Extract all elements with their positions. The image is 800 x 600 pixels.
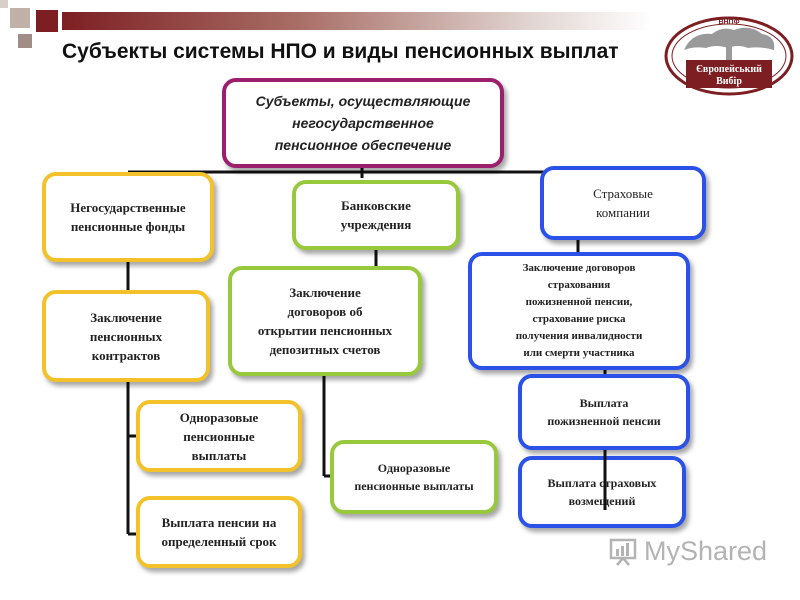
presentation-icon <box>609 538 637 566</box>
logo-line1: Європейський <box>696 64 762 75</box>
decor-square <box>18 34 32 48</box>
insurance-pension-label: Выплата пожизненной пенсии <box>547 396 661 428</box>
insurance-pension-node: Выплата пожизненной пенсии <box>518 374 690 450</box>
bank-contract-label: Заключение договоров об открытии пенсион… <box>257 285 393 357</box>
logo-graphic: ВНПФ Європейський Вибір <box>664 16 794 96</box>
watermark-text: MyShared <box>644 536 768 566</box>
npf-label: Негосударственные пенсионные фонды <box>70 200 186 234</box>
npf-payment-once-label: Одноразовые пенсионные выплаты <box>179 409 259 463</box>
insurance-node: Страховые компании <box>540 166 706 240</box>
header-decoration <box>0 0 800 50</box>
npf-node: Негосударственные пенсионные фонды <box>42 172 214 262</box>
bank-payment-label: Одноразовые пенсионные выплаты <box>354 461 474 493</box>
watermark: MyShared <box>608 536 767 567</box>
slide-title: Субъекты системы НПО и виды пенсионных в… <box>62 40 619 63</box>
insurance-compensation-label: Выплата страховых возмещений <box>547 476 657 508</box>
npf-contract-label: Заключение пенсионных контрактов <box>89 309 163 363</box>
npf-payment-term-node: Выплата пенсии на определенный срок <box>136 496 302 568</box>
npf-payment-once-node: Одноразовые пенсионные выплаты <box>136 400 302 472</box>
bank-node: Банковские учреждения <box>292 180 460 250</box>
company-logo: ВНПФ Європейський Вибір <box>662 8 796 98</box>
header-gradient-bar <box>62 12 652 30</box>
insurance-contract-label: Заключение договоров страхования пожизне… <box>515 262 643 359</box>
npf-contract-node: Заключение пенсионных контрактов <box>42 290 210 382</box>
logo-top-text: ВНПФ <box>718 19 739 26</box>
decor-square <box>36 10 58 32</box>
decor-square <box>0 0 8 8</box>
root-label: Субъекты, осуществляющие негосударственн… <box>255 93 471 153</box>
root-node: Субъекты, осуществляющие негосударственн… <box>222 78 504 168</box>
logo-line2: Вибір <box>716 76 742 87</box>
bank-payment-node: Одноразовые пенсионные выплаты <box>330 440 498 514</box>
insurance-label: Страховые компании <box>593 186 653 220</box>
decor-square <box>10 8 30 28</box>
insurance-compensation-node: Выплата страховых возмещений <box>518 456 686 528</box>
npf-payment-term-label: Выплата пенсии на определенный срок <box>161 515 277 549</box>
bank-label: Банковские учреждения <box>340 198 412 232</box>
insurance-contract-node: Заключение договоров страхования пожизне… <box>468 252 690 370</box>
bank-contract-node: Заключение договоров об открытии пенсион… <box>228 266 422 376</box>
